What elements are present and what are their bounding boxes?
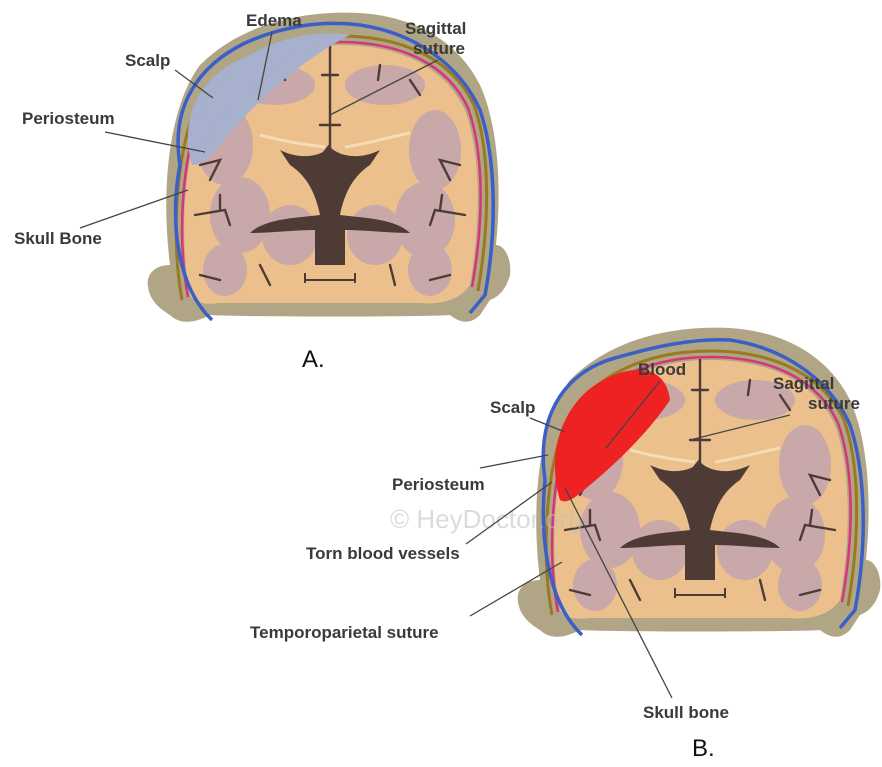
label-scalp: Scalp	[125, 51, 170, 70]
label-sagittal-line2: suture	[413, 39, 465, 58]
label-torn-vessels: Torn blood vessels	[306, 544, 460, 563]
label-sagittal-line1: Sagittal	[773, 374, 834, 393]
label-skull-bone: Skull bone	[643, 703, 729, 722]
label-edema: Edema	[246, 11, 302, 30]
caption-b: B.	[692, 735, 715, 762]
label-sagittal-line1: Sagittal	[405, 19, 466, 38]
label-periosteum: Periosteum	[22, 109, 115, 128]
label-temporoparietal: Temporoparietal suture	[250, 623, 439, 642]
label-sagittal-line2: suture	[808, 394, 860, 413]
caption-a: A.	[302, 346, 325, 373]
label-periosteum: Periosteum	[392, 475, 485, 494]
label-blood: Blood	[638, 360, 686, 379]
diagram-a	[148, 13, 511, 322]
label-skull-bone: Skull Bone	[14, 229, 102, 248]
label-scalp: Scalp	[490, 398, 535, 417]
